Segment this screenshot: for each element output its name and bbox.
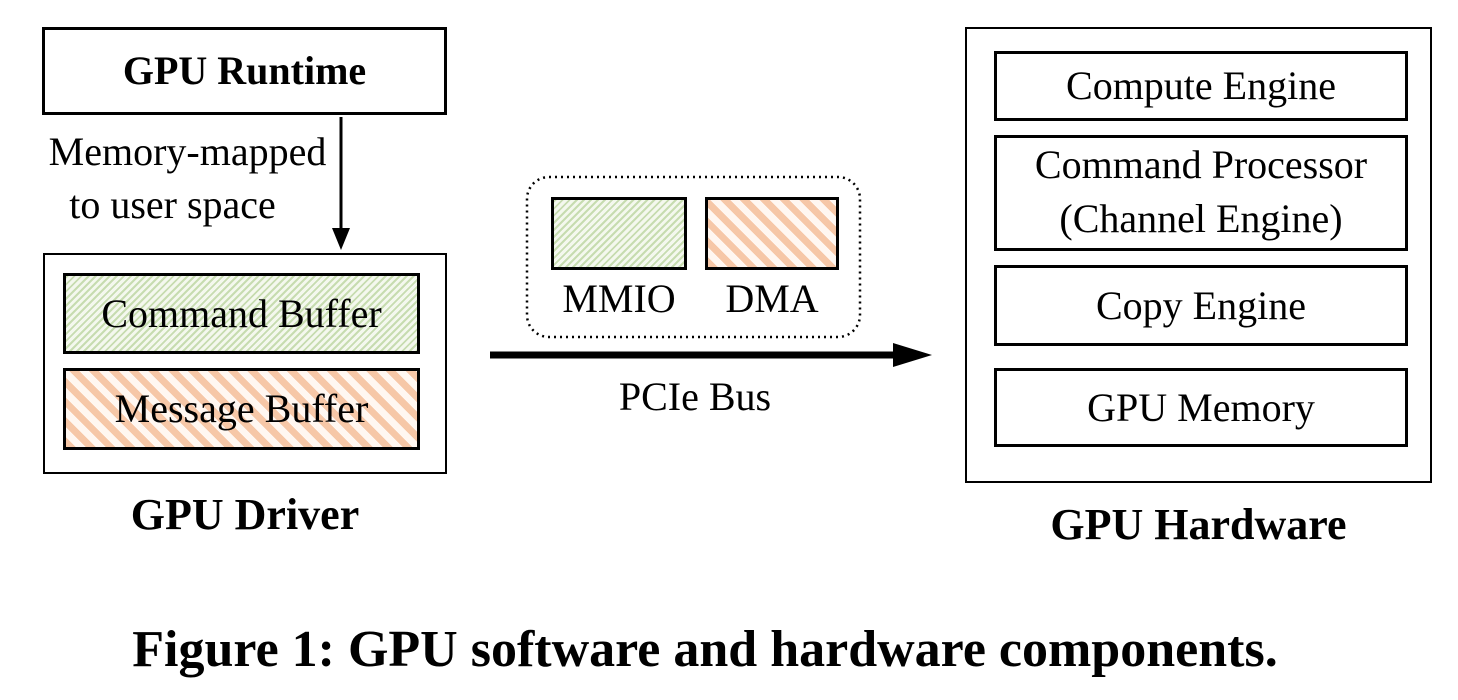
figure-caption: Figure 1: GPU software and hardware comp…: [132, 620, 1278, 678]
command-processor-label-line2: (Channel Engine): [1059, 196, 1343, 241]
command-buffer-label: Command Buffer: [101, 290, 382, 336]
gpu-runtime-label: GPU Runtime: [122, 48, 367, 93]
gpu-hardware-label: GPU Hardware: [1050, 499, 1347, 549]
dma-label: DMA: [725, 276, 819, 321]
command-buffer-box: [63, 273, 420, 354]
runtime-to-driver-arrowhead: [332, 228, 350, 250]
mmio-swatch: [551, 197, 687, 270]
dma-swatch: [705, 197, 839, 270]
copy-engine-label: Copy Engine: [1096, 282, 1306, 328]
pcie-bus-label: PCIe Bus: [618, 374, 772, 419]
message-buffer-box: [63, 368, 420, 450]
gpu-memory-label: GPU Memory: [1087, 384, 1315, 430]
memory-mapped-label-line2: to user space: [69, 182, 276, 227]
memory-mapped-label-line1: Memory-mapped: [48, 129, 327, 174]
message-buffer-label: Message Buffer: [114, 386, 369, 431]
compute-engine-label: Compute Engine: [1066, 63, 1336, 108]
compute-engine-box: [994, 51, 1408, 121]
pcie-bus-arrowhead: [893, 343, 932, 367]
mmio-label: MMIO: [562, 276, 676, 321]
gpu-memory-box: [994, 368, 1408, 447]
gpu-driver-label: GPU Driver: [130, 489, 360, 539]
gpu-runtime-box: [42, 27, 447, 115]
command-processor-box: [994, 135, 1408, 251]
command-processor-label-line1: Command Processor: [1034, 142, 1368, 187]
copy-engine-box: [994, 265, 1408, 346]
bus-dotted-container: [525, 175, 862, 339]
